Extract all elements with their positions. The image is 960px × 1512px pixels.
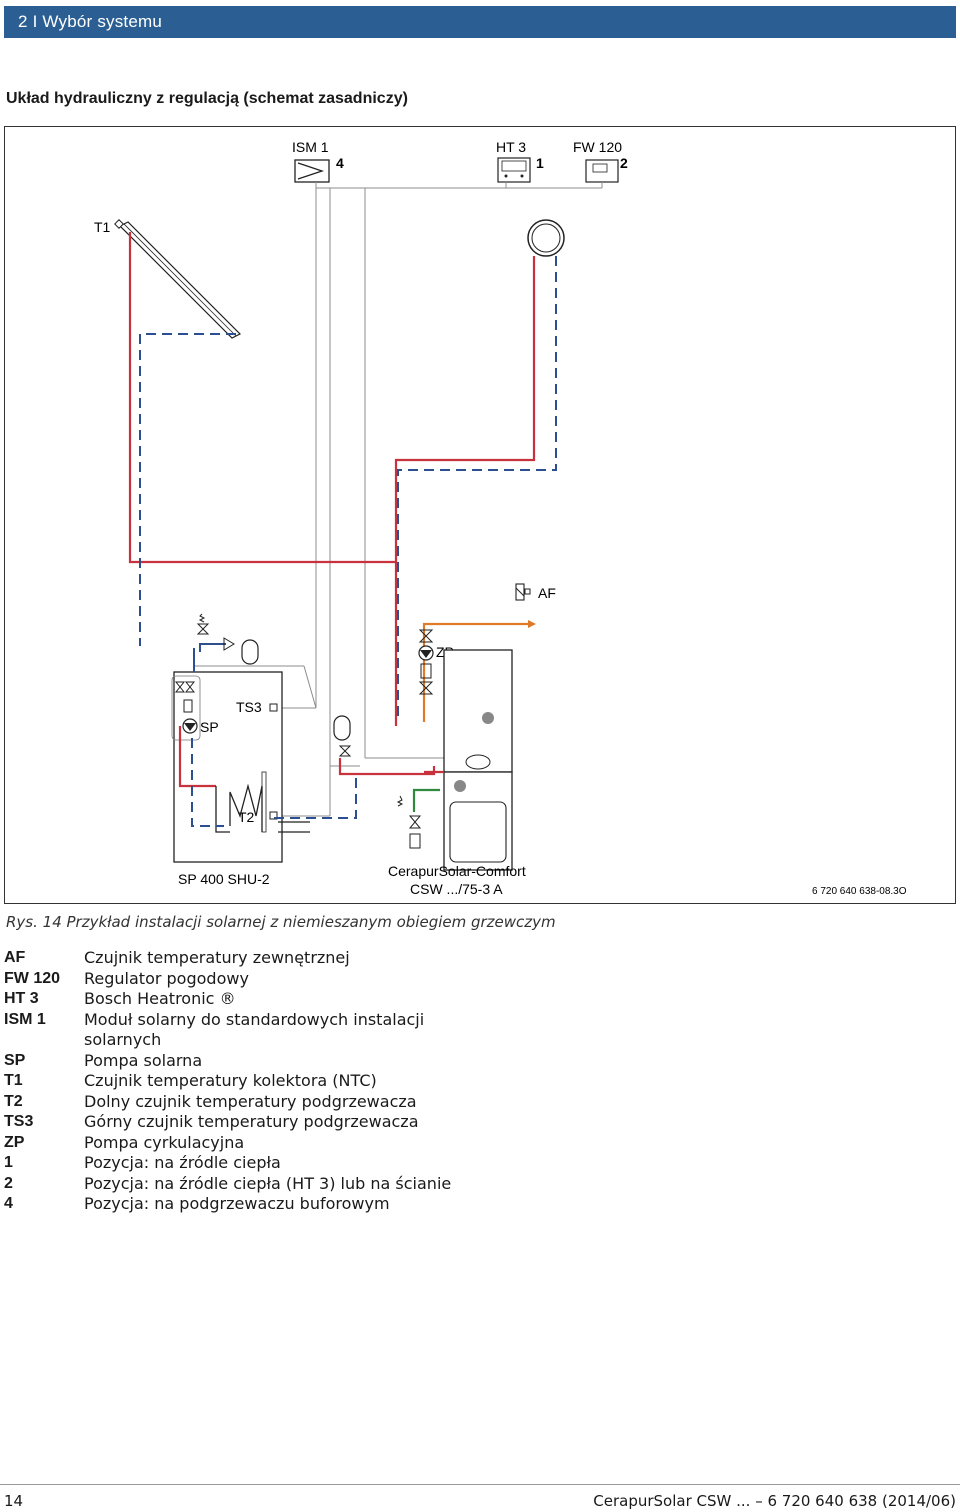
outdoor-sensor-icon xyxy=(515,583,531,601)
gas-boiler xyxy=(443,649,513,871)
collector-return-pipe xyxy=(139,333,236,646)
legend-value: Pozycja: na źródle ciepła xyxy=(84,1153,281,1172)
tank-cold-pipe xyxy=(274,778,357,819)
document-reference: CerapurSolar CSW ... – 6 720 640 638 (20… xyxy=(593,1492,956,1510)
af-label: AF xyxy=(538,585,556,601)
legend-row: ZP Pompa cyrkulacyjna xyxy=(4,1133,504,1154)
footer-rule xyxy=(0,1484,960,1485)
radiator-icon xyxy=(527,219,565,257)
legend-value: Moduł solarny do standardowych instalacj… xyxy=(84,1009,425,1050)
legend-row: SP Pompa solarna xyxy=(4,1051,504,1072)
legend-row: TS3 Górny czujnik temperatury podgrzewacz… xyxy=(4,1112,504,1133)
expansion-vessel xyxy=(241,639,259,665)
solar-collector xyxy=(114,219,242,339)
hydraulic-diagram: ISM 1 4 HT 3 1 FW 120 2 T1 xyxy=(4,126,956,904)
legend-key: HT 3 xyxy=(4,990,39,1007)
chapter-header-text: 2 I Wybór systemu xyxy=(18,12,163,31)
legend-value: Górny czujnik temperatury podgrzewacza xyxy=(84,1112,419,1131)
solar-pump-station xyxy=(171,675,201,741)
drawing-code: 6 720 640 638-08.3O xyxy=(812,886,907,897)
legend-key: 4 xyxy=(4,1195,13,1212)
ht-position: 1 xyxy=(536,155,544,171)
legend-row: AF Czujnik temperatury zewnętrznej xyxy=(4,948,504,969)
fw-label: FW 120 xyxy=(573,139,622,155)
legend-row: HT 3 Bosch Heatronic ® xyxy=(4,989,504,1010)
legend-value: Czujnik temperatury kolektora (NTC) xyxy=(84,1071,377,1090)
boiler-name-2: CSW .../75-3 A xyxy=(410,881,503,897)
solar-pump-icon xyxy=(182,718,198,734)
legend-row: 2 Pozycja: na źródle ciepła (HT 3) lub na… xyxy=(4,1174,504,1195)
legend-key: SP xyxy=(4,1051,26,1069)
circulation-valves xyxy=(418,629,434,695)
t1-label: T1 xyxy=(94,219,111,235)
sp-label: SP xyxy=(200,719,219,735)
page-number: 14 xyxy=(4,1492,24,1510)
cold-water-inlet xyxy=(412,788,440,812)
legend-key: T2 xyxy=(4,1092,23,1110)
fw-position: 2 xyxy=(620,155,628,171)
legend-row: 1 Pozycja: na źródle ciepła xyxy=(4,1153,504,1174)
legend-key: 2 xyxy=(4,1174,13,1192)
legend-value: Bosch Heatronic ® xyxy=(84,989,236,1008)
tank-name: SP 400 SHU-2 xyxy=(178,871,270,887)
heatronic-controller-icon xyxy=(497,157,531,183)
ism-module-icon xyxy=(294,159,330,183)
collector-flow-pipe xyxy=(128,232,536,564)
legend-row: FW 120 Regulator pogodowy xyxy=(4,969,504,990)
safety-valve xyxy=(196,613,235,651)
ism-label: ISM 1 xyxy=(292,139,329,155)
boiler-name-1: CerapurSolar-Comfort xyxy=(388,863,526,879)
section-title: Układ hydrauliczny z regulacją (schemat … xyxy=(6,90,408,107)
heating-return-pipe xyxy=(397,256,557,720)
weather-controller-icon xyxy=(585,159,619,183)
ism-position: 4 xyxy=(336,155,344,171)
legend-key: ISM 1 xyxy=(4,1010,46,1028)
legend-key: TS3 xyxy=(4,1113,34,1130)
ts3-sensor xyxy=(269,703,278,712)
diagram-frame xyxy=(4,126,956,904)
legend-key: AF xyxy=(4,949,26,966)
legend-key: ZP xyxy=(4,1133,25,1151)
ht-label: HT 3 xyxy=(496,139,526,155)
circulation-pump-icon xyxy=(418,645,434,661)
cold-water-valves xyxy=(396,795,422,849)
legend-value: Pompa solarna xyxy=(84,1050,203,1070)
legend-value: Dolny czujnik temperatury podgrzewacza xyxy=(84,1091,417,1111)
legend-value: Regulator pogodowy xyxy=(84,968,249,988)
legend-value: Pozycja: na podgrzewaczu buforowym xyxy=(84,1194,390,1213)
legend-row: 4 Pozycja: na podgrzewaczu buforowym xyxy=(4,1194,504,1215)
legend-key: T1 xyxy=(4,1072,23,1089)
legend-key: 1 xyxy=(4,1154,13,1171)
legend-row: ISM 1 Moduł solarny do standardowych inst… xyxy=(4,1010,504,1051)
boiler-expansion-vessel xyxy=(333,715,352,757)
ts3-label: TS3 xyxy=(236,699,262,715)
legend-value: Czujnik temperatury zewnętrznej xyxy=(84,948,350,967)
legend: AF Czujnik temperatury zewnętrznej FW 120… xyxy=(4,948,504,1215)
legend-value: Pompa cyrkulacyjna xyxy=(84,1132,245,1152)
chapter-header-bar: 2 I Wybór systemu xyxy=(4,6,956,38)
legend-row: T2 Dolny czujnik temperatury podgrzewacza xyxy=(4,1092,504,1113)
t2-sensor xyxy=(269,811,278,820)
figure-caption: Rys. 14 Przykład instalacji solarnej z n… xyxy=(6,913,556,931)
legend-value: Pozycja: na źródle ciepła (HT 3) lub na … xyxy=(84,1173,452,1193)
t2-label: T2 xyxy=(238,809,255,825)
legend-row: T1 Czujnik temperatury kolektora (NTC) xyxy=(4,1071,504,1092)
legend-key: FW 120 xyxy=(4,969,61,987)
